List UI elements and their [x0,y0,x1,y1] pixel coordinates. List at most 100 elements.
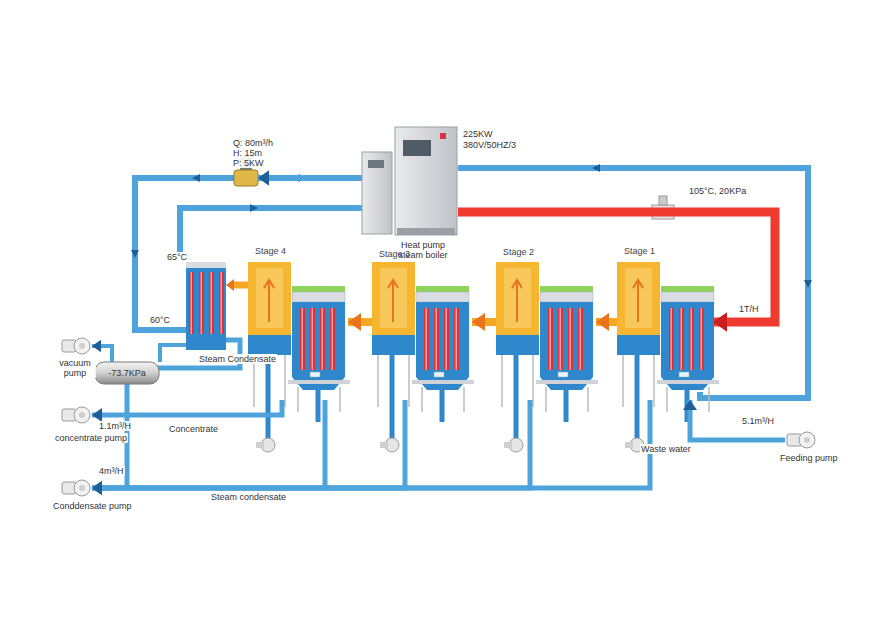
arrow-head [92,481,102,495]
pump-box: 4m³/HConddensate pump [60,478,92,498]
pipe-line [92,400,325,488]
pipe-line [690,400,785,440]
svg-rect [397,228,455,235]
arrow-head [92,481,102,495]
node-text: Q: 80m³/h [232,138,274,148]
svg-rect [95,362,159,384]
arrow-head [92,481,102,495]
pipe-connector [92,400,282,422]
pipe-line [92,400,405,488]
arrow-head [92,408,102,422]
svg-rect [395,127,457,235]
boiler-box: 225KW380V/50HZ/3Heat pump steam boiler [362,127,458,237]
pipe-connector [258,170,362,185]
pump-box: Q: 80m³/hH: 15mP: 5KW [234,168,258,188]
annotation-label: 60°C [149,315,171,325]
arrow-head [348,313,361,331]
svg-use [189,272,224,334]
svg-rect [659,196,667,205]
svg-rect [186,262,226,350]
node-text: 5.1m³/H [741,416,775,426]
arrow-head [472,313,485,331]
pipe-connector [92,400,405,495]
svg-rect [403,140,431,156]
condenser [186,262,248,350]
svg-path [804,280,812,288]
arrow-head [92,481,102,495]
node-text: Stage 1 [623,246,656,256]
node-text: Conddensate pump [52,501,133,511]
pipe-connector [596,313,617,331]
svg-path [226,279,234,291]
node-text: Feeding pump [779,453,839,463]
node-text: 1.1m³/H [98,421,132,431]
svg-use [617,262,719,452]
pipe-line [92,400,530,488]
node-text: Stage 4 [254,246,287,256]
svg-path [250,204,258,212]
pump-box: 1.1m³/Hconcentrate pump [60,405,92,425]
arrow-head [683,400,697,410]
node-text: concentrate pump [54,433,128,443]
node-text: 4m³/H [98,466,125,476]
node-text: Stage 2 [502,247,535,257]
pipe-connector [92,400,530,495]
svg-use [496,262,598,452]
pipe-connector [472,313,496,331]
edge-label: 105°C, 20KPa [688,186,747,196]
pump-box: 5.1m³/HFeeding pump [785,430,817,450]
stage-box: Stage 4 [248,262,348,400]
annotation-label: 1T/H [738,304,760,314]
pipe-connector [92,400,650,495]
arrow-head [92,340,101,353]
heat-pump-boiler [362,127,457,235]
svg-use [62,338,90,354]
pump-box: vacuum pump [60,336,92,356]
vacuum-tank: -73.7KPa [95,362,159,384]
pipe-connector [92,400,325,495]
svg-rect [368,160,384,168]
annotation-label: 65°C [166,252,188,262]
svg-path [180,208,362,262]
svg-use [62,407,90,423]
pipe-line [458,212,775,322]
svg-rect [440,133,446,139]
pipe-connector [458,212,775,332]
pipe-line [92,400,282,415]
svg-rect [362,152,392,234]
svg-use [372,262,474,452]
node-text: -73.7KPa [107,368,147,378]
edge-label: Concentrate [168,424,219,434]
svg-path [192,174,200,182]
pipe-line [258,175,362,181]
svg-g [131,164,812,288]
svg-rect [234,170,258,186]
node-text: vacuum pump [54,358,96,378]
svg-use [787,432,815,448]
svg-path [160,345,186,362]
svg-path [592,164,600,172]
pipe-connector [348,313,372,331]
node-text: 225KW [462,129,494,139]
arrow-head [596,313,609,331]
svg-path [131,250,139,258]
svg-path [232,282,248,289]
pipe-line [92,400,650,488]
stage-box: Stage 1 [617,262,713,400]
node-text: P: 5KW [232,158,265,168]
arrow-head [713,312,727,332]
pipe-connector [683,400,785,440]
node-text: Stage 3 [378,249,411,259]
node-text: H: 15m [232,148,263,158]
node-text: 380V/50HZ/3 [462,140,517,150]
edge-label: Waste water [640,444,692,454]
annotation-label: Steam Condensate [198,354,277,364]
svg-rect [186,262,226,268]
svg-use [62,480,90,496]
stage-box: Stage 3 [372,262,472,400]
edge-label: Steam condensate [210,492,287,502]
arrow-head [258,170,269,185]
stage-box: Stage 2 [496,262,596,400]
